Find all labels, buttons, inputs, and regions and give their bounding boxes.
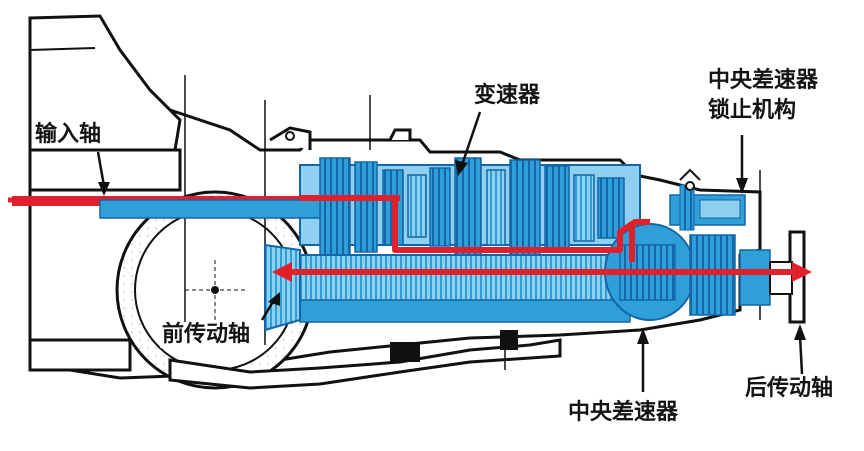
rear-arrowhead	[792, 262, 812, 282]
label-rear-driveshaft: 后传动轴	[745, 376, 834, 401]
oil-pan	[168, 338, 562, 390]
label-transmission: 变速器	[474, 83, 541, 108]
front-arrowhead	[272, 262, 292, 282]
power-flow	[8, 195, 800, 275]
label-center-diff-lock-line1: 中央差速器	[708, 68, 819, 93]
gearbox-internals	[264, 157, 806, 332]
label-input-shaft: 输入轴	[35, 122, 102, 147]
label-center-diff-lock-line2: 锁止机构	[708, 98, 797, 123]
label-center-differential: 中央差速器	[568, 400, 679, 425]
label-front-driveshaft: 前传动轴	[160, 322, 253, 348]
leader-arrows	[96, 111, 806, 392]
diff-lock-fork	[679, 168, 701, 191]
